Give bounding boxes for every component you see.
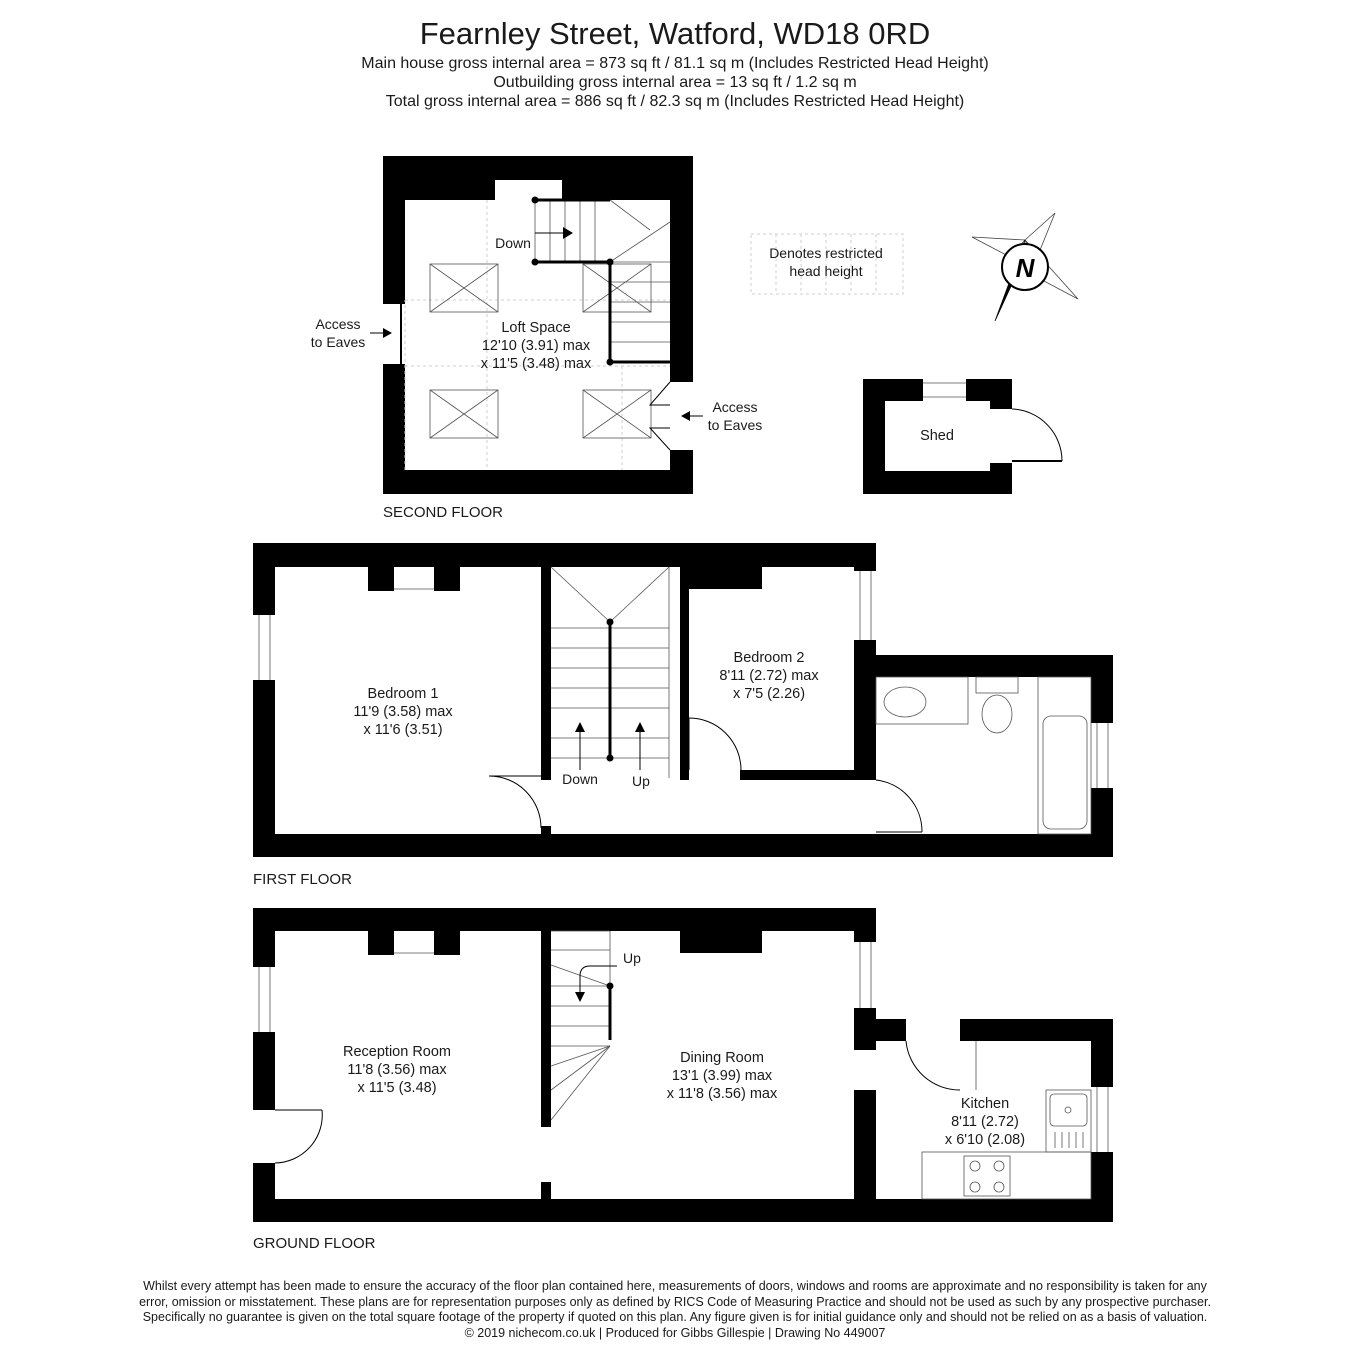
ground-floor-stairs-up-label: Up <box>623 950 641 966</box>
legend-text-2: head height <box>789 263 862 279</box>
reception-room-dim-1: 11'8 (3.56) max <box>347 1062 447 1078</box>
toilet-cistern <box>975 676 1019 694</box>
front-door-swing <box>274 1109 323 1164</box>
loft-chimney-right <box>562 180 670 200</box>
sink-icon <box>1049 1093 1088 1127</box>
eaves-right-label-2: to Eaves <box>708 417 762 433</box>
disclaimer: Whilst every attempt has been made to en… <box>0 1279 1350 1341</box>
shed-plan: Shed <box>863 379 1063 494</box>
eaves-right-label-1: Access <box>712 399 757 415</box>
area-line-outbuilding: Outbuilding gross internal area = 13 sq … <box>493 74 857 91</box>
bath-outline <box>1037 676 1092 835</box>
area-line-main: Main house gross internal area = 873 sq … <box>361 55 989 72</box>
basin-counter <box>875 676 969 725</box>
eaves-left-label-2: to Eaves <box>311 334 365 350</box>
disclaimer-line: Whilst every attempt has been made to en… <box>143 1279 1207 1293</box>
loft-space-dim-2: x 11'5 (3.48) max <box>481 356 592 372</box>
eaves-doors-right <box>648 381 671 451</box>
dining-room-dim-1: 13'1 (3.99) max <box>672 1068 773 1084</box>
first-floor-plan: Down Up Bedroom 1 11'9 (3.58) max x 11'6… <box>253 543 1113 888</box>
bedroom1-door-swing <box>488 775 542 829</box>
legend-box <box>750 233 904 295</box>
copyright-line: © 2019 nichecom.co.uk | Produced for Gib… <box>464 1325 886 1340</box>
legend-text-1: Denotes restricted <box>769 245 883 261</box>
bedroom2-door-swing <box>688 717 742 771</box>
toilet-icon <box>981 694 1013 734</box>
loft-chimney-left <box>405 180 495 200</box>
ground-floor-stairs <box>550 930 617 1121</box>
skylight <box>582 263 652 313</box>
reception-room-dim-2: x 11'5 (3.48) <box>357 1080 436 1096</box>
loft-wall-right-lower <box>670 450 693 494</box>
first-floor-stairs-up-label: Up <box>632 773 650 789</box>
bath-icon <box>1042 715 1088 830</box>
disclaimer-line: error, omission or misstatement. These p… <box>139 1294 1211 1309</box>
loft-wall-bottom <box>383 470 693 494</box>
eaves-arrow-left-head <box>383 328 392 338</box>
loft-wall-left-lower <box>383 364 405 494</box>
first-floor-stairs-down-label: Down <box>562 771 598 787</box>
eaves-left-label-1: Access <box>315 316 360 332</box>
compass-letter: N <box>1016 253 1036 283</box>
kitchen-fittings <box>921 1041 1092 1200</box>
sink-counter <box>1045 1089 1092 1153</box>
shed-door-swing <box>1011 408 1063 462</box>
bedroom1-dim-2: x 11'6 (3.51) <box>363 722 442 738</box>
dining-room-dim-2: x 11'8 (3.56) max <box>667 1086 778 1102</box>
bedroom2-dim-2: x 7'5 (2.26) <box>733 686 805 702</box>
bathroom-fittings <box>875 676 1092 835</box>
skylight <box>429 389 499 439</box>
first-floor-stairs <box>550 566 670 778</box>
disclaimer-line: Specifically no guarantee is given on th… <box>142 1310 1208 1324</box>
loft-wall-top <box>383 156 693 180</box>
kitchen-name: Kitchen <box>961 1096 1009 1112</box>
compass-icon: N <box>971 212 1079 322</box>
area-line-total: Total gross internal area = 886 sq ft / … <box>385 93 965 110</box>
restricted-head-height-legend: Denotes restricted head height <box>750 233 904 295</box>
kitchen-dim-2: x 6'10 (2.08) <box>945 1132 1025 1148</box>
ground-floor-plan: Up Reception Room 11'8 (3.56) max x 11'5… <box>253 908 1113 1252</box>
bedroom1-name: Bedroom 1 <box>368 686 439 702</box>
second-floor-plan: Down Access to Eaves Access to Eaves Lof… <box>311 156 762 521</box>
loft-stairs <box>531 196 671 366</box>
skylight <box>582 389 652 439</box>
header: Fearnley Street, Watford, WD18 0RD Main … <box>0 14 1350 111</box>
skylight <box>429 263 499 313</box>
loft-wall-left-upper <box>383 156 405 304</box>
eaves-arrow-right-head <box>681 411 690 421</box>
bedroom1-dim-1: 11'9 (3.58) max <box>353 704 453 720</box>
loft-wall-right-upper <box>670 156 693 382</box>
kitchen-dim-1: 8'11 (2.72) <box>951 1114 1019 1130</box>
ground-floor-label: GROUND FLOOR <box>253 1235 376 1252</box>
reception-room-name: Reception Room <box>343 1044 451 1060</box>
bedroom2-name: Bedroom 2 <box>734 650 805 666</box>
loft-space-dim-1: 12'10 (3.91) max <box>482 338 591 354</box>
bedroom2-dim-1: 8'11 (2.72) max <box>719 668 819 684</box>
second-floor-label: SECOND FLOOR <box>383 504 503 521</box>
dining-room-name: Dining Room <box>680 1050 764 1066</box>
loft-space-name: Loft Space <box>501 320 570 336</box>
property-title: Fearnley Street, Watford, WD18 0RD <box>419 16 931 51</box>
hob-icon <box>963 1155 1011 1197</box>
shed-name: Shed <box>920 428 954 444</box>
first-floor-label: FIRST FLOOR <box>253 871 352 888</box>
worktop <box>921 1151 1092 1200</box>
loft-stairs-down-label: Down <box>495 235 531 251</box>
basin-icon <box>883 686 927 718</box>
kitchen-door-swing <box>905 1040 961 1091</box>
bathroom-door-swing <box>875 779 923 833</box>
